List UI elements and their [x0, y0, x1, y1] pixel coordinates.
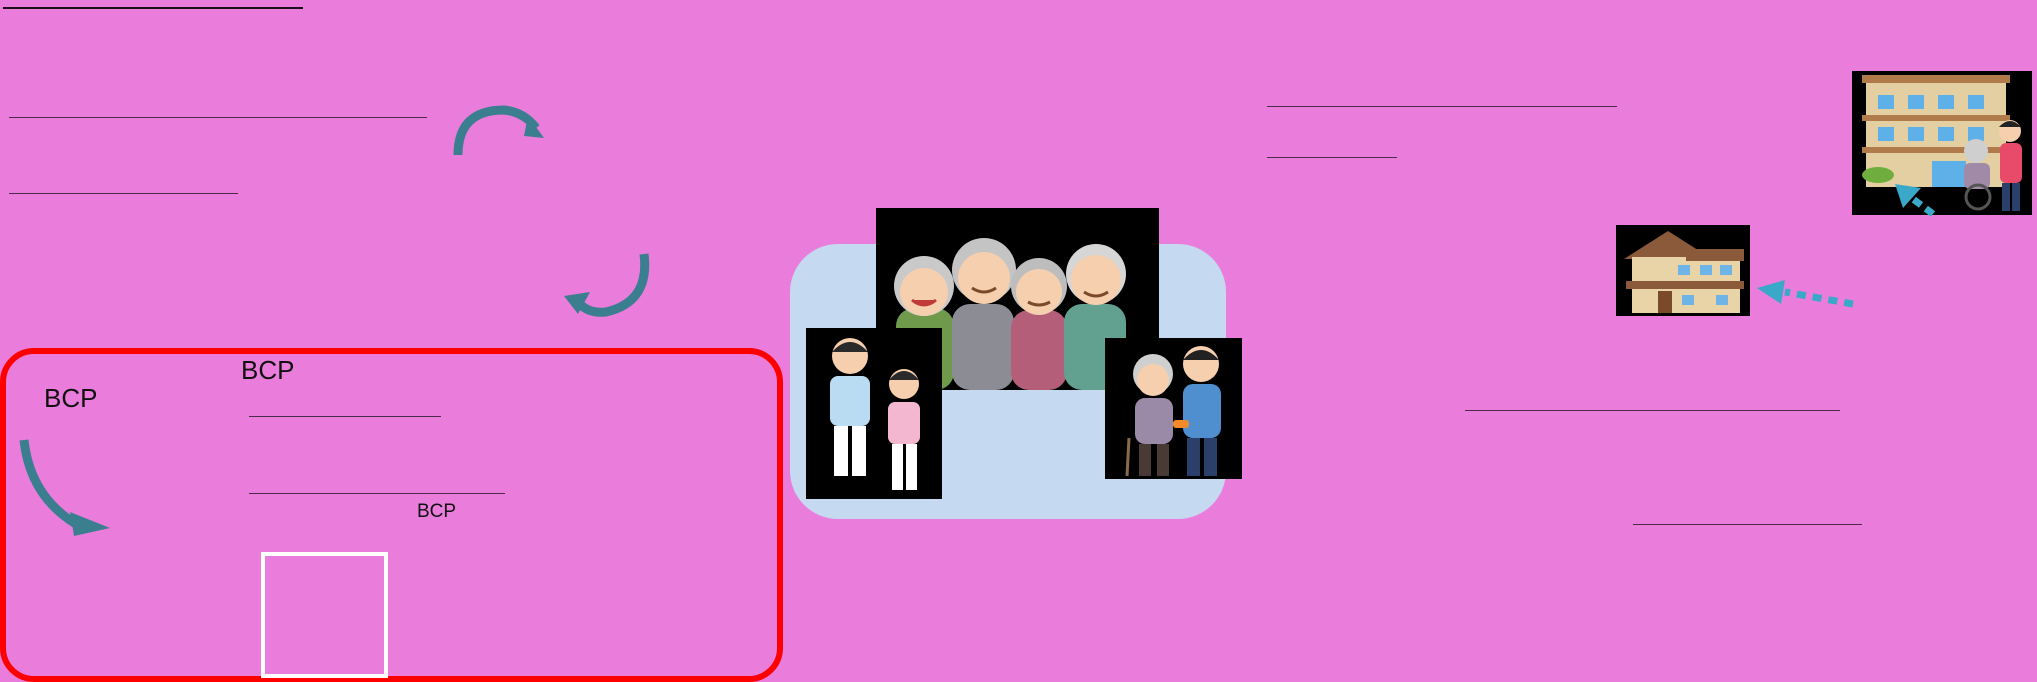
right-text-line-2 [1267, 157, 1397, 158]
checkbox-square[interactable] [261, 552, 388, 678]
bcp-small-label: BCP [417, 502, 456, 521]
frame-text-line-1 [249, 416, 441, 417]
text-line-2 [9, 193, 238, 194]
care-facility-illustration [1852, 71, 2032, 215]
curved-arrow-icon [14, 436, 114, 536]
dotted-arrow-icon [1893, 182, 1937, 218]
title-underline [3, 7, 303, 9]
bcp-frame-heading: BCP [241, 357, 294, 383]
right-text-line-3 [1465, 410, 1840, 411]
dotted-arrow-icon [1755, 278, 1855, 312]
curved-arrow-icon [560, 250, 655, 320]
house-illustration [1616, 225, 1750, 316]
right-text-line-1 [1267, 106, 1617, 107]
bcp-frame-label: BCP [44, 385, 97, 411]
caregiver-staff-illustration [806, 328, 942, 499]
curved-arrow-icon [444, 100, 549, 162]
right-text-line-4 [1633, 524, 1862, 525]
text-line-1 [9, 117, 427, 118]
walking-assistance-illustration [1105, 338, 1242, 479]
frame-text-line-2 [249, 493, 505, 494]
bcp-frame [0, 348, 783, 682]
